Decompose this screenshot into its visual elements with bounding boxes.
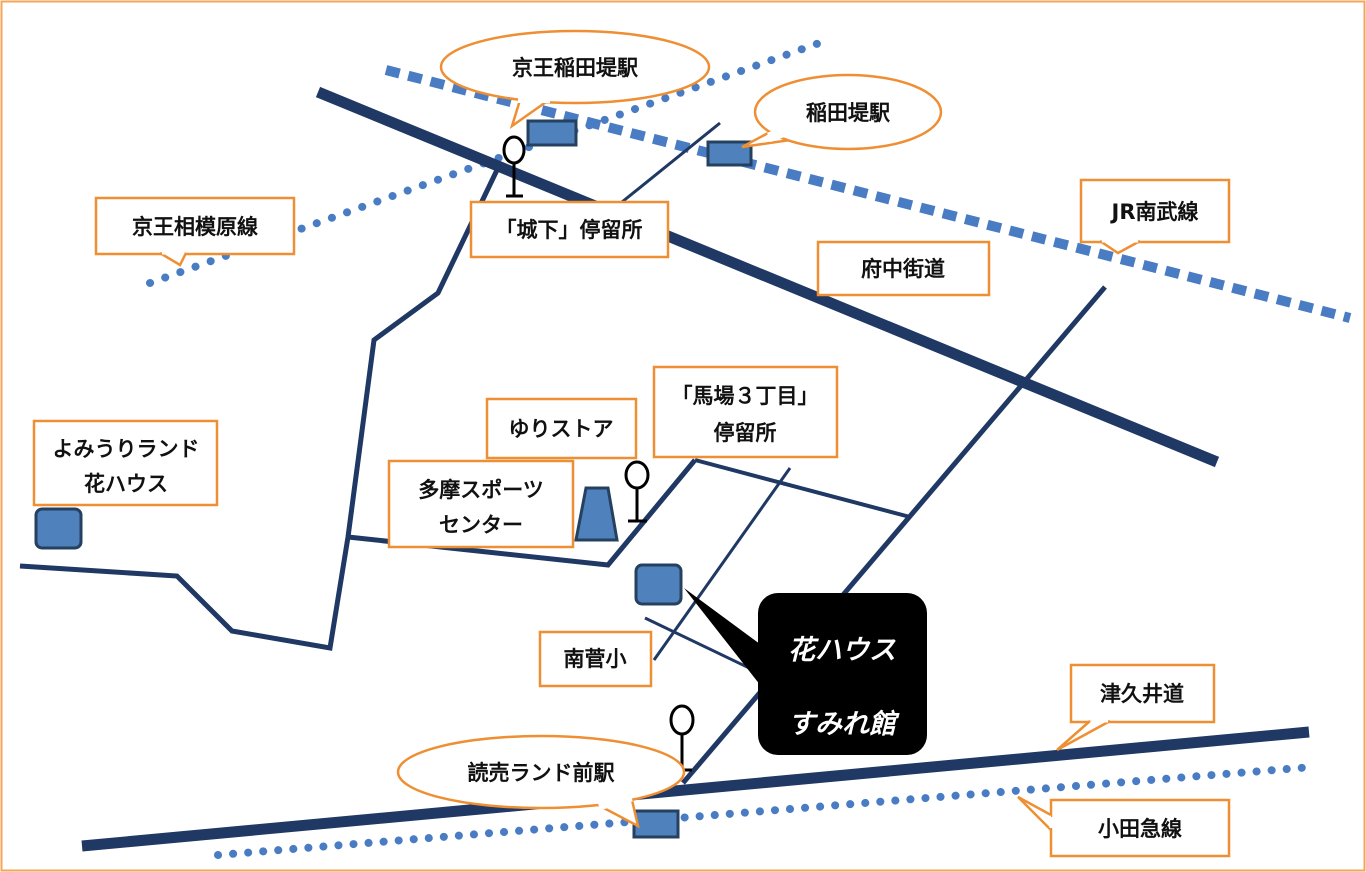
jr-nambu-callout: JR南武線 [1079, 178, 1231, 255]
fuchu-kaido-callout: 府中街道 [816, 240, 991, 297]
destination-label-line1: 花ハウス [788, 635, 896, 666]
inadazutsumi-station-label: 稲田堤駅 [806, 101, 891, 125]
local-roads [19, 121, 1107, 785]
keio-sagamihara-line-label: 京王相模原線 [132, 215, 258, 239]
baba-3chome-bus-stop-label-line1: 「馬場３丁目」 [672, 384, 819, 408]
baba-3chome-bus-stop-label-box: 「馬場３丁目」 停留所 [652, 365, 839, 459]
local-road-west [19, 168, 500, 651]
station-markers [526, 119, 753, 839]
baba-3chome-bus-stop-label-line2: 停留所 [714, 421, 777, 445]
yomiuriland-mae-station-label: 読売ランド前駅 [468, 761, 616, 785]
tsukui-michi-road-label: 津久井道 [1100, 682, 1184, 706]
trapezoid-building-icon [574, 486, 619, 542]
tama-sports-center-label-box: 多摩スポーツ センター [387, 459, 575, 549]
minami-suge-elementary-label-box: 南菅小 [538, 630, 653, 688]
local-road-minami-suge [652, 467, 792, 661]
shiroshita-bus-stop-label-box: 「城下」停留所 [469, 200, 670, 259]
yomiuriland-hanahouse-label-line2: 花ハウス [84, 472, 168, 496]
destination-label-line2: すみれ館 [788, 709, 900, 740]
odakyu-callout: 小田急線 [1017, 795, 1231, 858]
station-marker-icon [526, 119, 578, 147]
bus-stop-pin-icon [624, 460, 650, 523]
building-markers [34, 486, 683, 606]
destination-callout: 花ハウス すみれ館 [684, 588, 927, 755]
yuri-store-label-box: ゆりストア [485, 397, 638, 460]
fuchu-kaido-road [315, 86, 1220, 468]
building-marker-icon [34, 507, 83, 550]
keio-inadazutsumi-callout: 京王稲田堤駅 [439, 29, 711, 130]
fuchu-kaido-road-label: 府中街道 [861, 257, 945, 281]
tsukui-michi-road [81, 726, 1310, 852]
keio-sagamihara-callout: 京王相模原線 [94, 196, 296, 267]
inadazutsumi-callout: 稲田堤駅 [741, 73, 943, 151]
odakyu-line-label: 小田急線 [1098, 817, 1182, 841]
building-marker-icon [634, 563, 683, 606]
minami-suge-elementary-label: 南菅小 [564, 647, 627, 671]
local-road-diagonal-main [681, 285, 1107, 785]
bus-stop-pin-icon [502, 135, 526, 198]
main-roads [81, 86, 1310, 852]
station-marker-icon [632, 809, 680, 839]
keio-inadazutsumi-station-label: 京王稲田堤駅 [512, 56, 639, 80]
tama-sports-center-label-line1: 多摩スポーツ [418, 478, 544, 502]
station-marker-icon [706, 140, 753, 167]
jr-nambu-rail-line [384, 65, 1352, 323]
local-road-to-inadazutsumi [621, 121, 721, 204]
yomiuriland-hanahouse-label-box: よみうりランド 花ハウス [32, 419, 219, 507]
tama-sports-center-label-line2: センター [439, 513, 523, 537]
odakyu-rail-line [214, 763, 1316, 859]
jr-nambu-line-label: JR南武線 [1110, 200, 1199, 224]
shiroshita-bus-stop-label: 「城下」停留所 [496, 218, 643, 242]
yomiuriland-mae-callout: 読売ランド前駅 [396, 734, 686, 829]
local-road-baba-east [694, 458, 911, 519]
tsukui-michi-callout: 津久井道 [1056, 663, 1216, 752]
yuri-store-label: ゆりストア [509, 417, 614, 441]
yomiuriland-hanahouse-label-line1: よみうりランド [53, 437, 200, 461]
bus-stop-pins [502, 135, 695, 772]
